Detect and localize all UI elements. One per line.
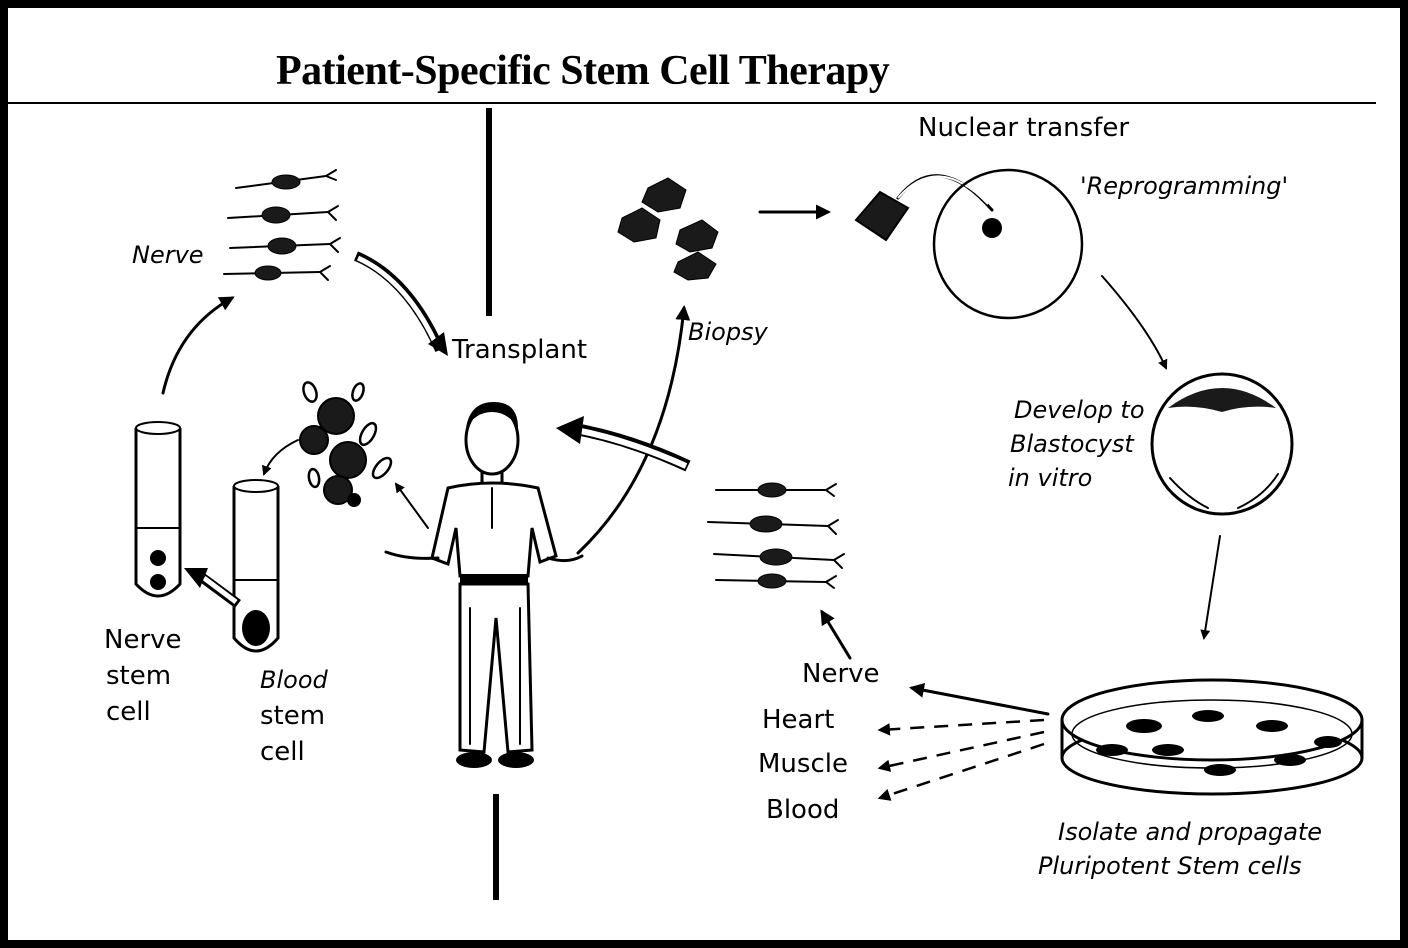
label-develop-2: Blastocyst [1010,430,1135,458]
label-diff-nerve: Nerve [802,659,880,689]
arrow-blastocyst-to-dish [1204,536,1220,638]
label-transplant: Transplant [451,335,587,365]
label-develop-1: Develop to [1014,396,1145,424]
arrow-dish-to-muscle [880,732,1044,768]
arrow-nerve-to-transplant [356,256,440,350]
label-blood-stem-2: stem [260,701,325,731]
label-biopsy: Biopsy [688,318,769,346]
arrow-egg-to-blastocyst [1102,276,1166,368]
test-tube-icon [136,422,180,596]
test-tube-icon [234,480,278,651]
blastocyst-icon [1152,374,1292,514]
arrow-tube-to-nerve [163,298,232,393]
patient-figure-icon [386,402,582,768]
needle-icon [856,176,992,240]
label-nuclear-transfer: Nuclear transfer [918,113,1129,143]
label-nerve-stem-2: stem [106,661,171,691]
diagram-canvas: Patient-Specific Stem Cell Therapy [8,8,1400,940]
arrow-nerve-label-to-cells [822,612,850,658]
label-nerve-stem-3: cell [106,697,151,727]
label-blood-stem-1: Blood [260,666,329,694]
arrow-dish-to-nerve [912,688,1048,714]
label-diff-muscle: Muscle [758,749,848,779]
label-isolate-1: Isolate and propagate [1058,818,1322,846]
label-isolate-2: Pluripotent Stem cells [1038,852,1301,880]
label-blood-stem-3: cell [260,737,305,767]
petri-dish-icon [1062,680,1362,794]
diagram-svg: Patient-Specific Stem Cell Therapy [8,8,1400,940]
nerve-cells-icon [224,170,340,280]
blood-cells-icon [300,381,394,507]
label-nerve-top: Nerve [132,241,204,269]
label-nerve-stem-1: Nerve [104,625,182,655]
label-reprogramming: 'Reprogramming' [1080,172,1288,200]
nerve-cells-icon [708,483,844,588]
arrow-dish-to-blood [880,744,1044,798]
label-diff-blood: Blood [766,795,839,825]
label-develop-3: in vitro [1008,464,1092,492]
arrow-dish-to-heart [880,720,1044,730]
arrow-blood-to-tube [264,440,298,474]
biopsy-cells-icon [618,178,718,280]
label-diff-heart: Heart [762,705,834,735]
diagram-title: Patient-Specific Stem Cell Therapy [276,48,890,94]
arrow-patient-to-blood [396,484,428,528]
egg-cell-icon [934,170,1082,318]
